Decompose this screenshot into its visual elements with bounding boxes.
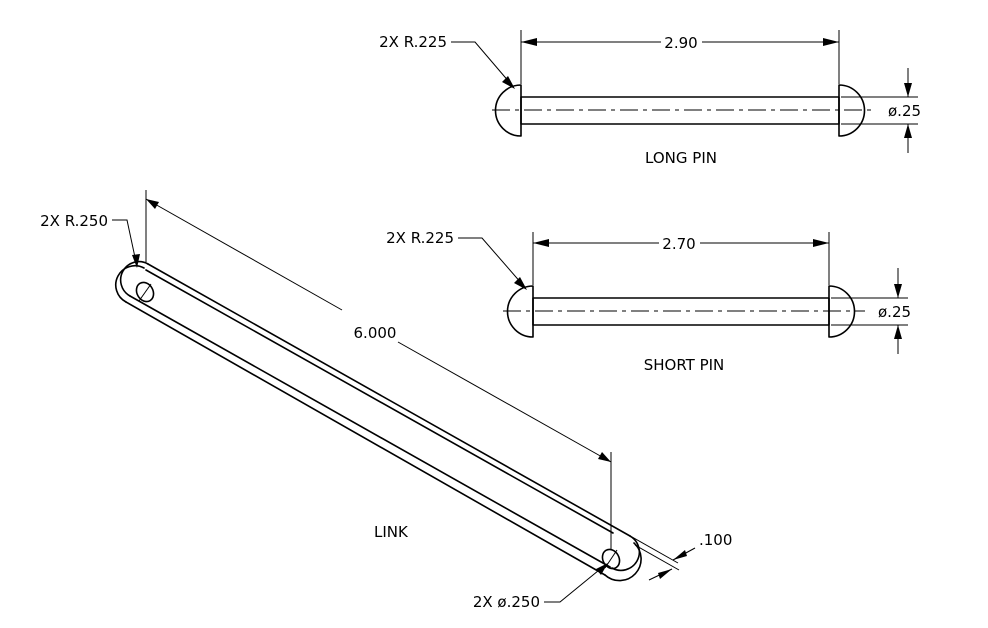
link-thickness-ext-2: [634, 544, 680, 571]
arrowhead: [132, 254, 140, 268]
short-pin-radius-callout: 2X R.225: [386, 229, 454, 247]
link-right-hole-axis: [604, 549, 618, 569]
link-view: 6.000 2X R.250 2X ø.250 .100 LINK: [40, 190, 732, 611]
link-right-hole: [601, 548, 621, 570]
arrowhead: [596, 563, 608, 575]
link-left-end-top: [119, 260, 149, 297]
link-radius-leader: [112, 219, 137, 263]
short-pin-view: 2.70 2X R.225 ø.25 SHORT PIN: [386, 229, 911, 374]
short-pin-left-head: [506, 285, 534, 338]
link-top-edge-front: [129, 295, 611, 568]
short-pin-right-head: [828, 285, 856, 338]
arrowhead: [904, 83, 912, 97]
arrowhead: [894, 325, 902, 339]
long-pin-left-head: [494, 84, 522, 137]
arrowhead: [146, 199, 159, 209]
arrowhead: [658, 569, 672, 579]
short-pin-radius-leader: [458, 237, 523, 285]
long-pin-view: 2.90 2X R.225 ø.25 LONG PIN: [379, 30, 921, 167]
arrowhead: [533, 239, 549, 247]
link-thickness-edge: [145, 269, 614, 534]
long-pin-length-label: 2.90: [664, 34, 697, 52]
arrowhead: [894, 284, 902, 298]
arrowhead: [673, 550, 687, 560]
link-top-edge-back: [147, 263, 631, 537]
arrowhead: [823, 38, 839, 46]
long-pin-radius-callout: 2X R.225: [379, 33, 447, 51]
link-left-hole: [135, 281, 155, 303]
link-dim-line: [397, 341, 612, 463]
link-dim-line: [145, 198, 343, 311]
long-pin-radius-leader: [451, 41, 511, 84]
link-bottom-edge: [125, 301, 606, 576]
link-right-end-front: [604, 542, 642, 582]
link-thickness-label: .100: [699, 531, 732, 549]
link-right-end-top: [611, 535, 641, 572]
long-pin-right-head: [838, 84, 866, 137]
arrowhead: [813, 239, 829, 247]
short-pin-diameter-label: ø.25: [878, 303, 911, 321]
link-hole-callout: 2X ø.250: [473, 593, 540, 611]
arrowhead: [904, 124, 912, 138]
link-radius-callout: 2X R.250: [40, 212, 108, 230]
arrowhead: [598, 452, 611, 462]
short-pin-length-label: 2.70: [662, 235, 695, 253]
link-length-label: 6.000: [354, 324, 397, 342]
long-pin-diameter-label: ø.25: [888, 102, 921, 120]
short-pin-title: SHORT PIN: [644, 356, 725, 374]
arrowhead: [521, 38, 537, 46]
link-left-hole-axis: [138, 283, 152, 302]
long-pin-title: LONG PIN: [645, 149, 717, 167]
arrowhead: [514, 277, 527, 290]
link-thickness-ext-1: [631, 536, 679, 564]
link-hole-leader: [544, 565, 605, 603]
arrowhead: [502, 76, 515, 89]
link-title: LINK: [374, 523, 409, 541]
